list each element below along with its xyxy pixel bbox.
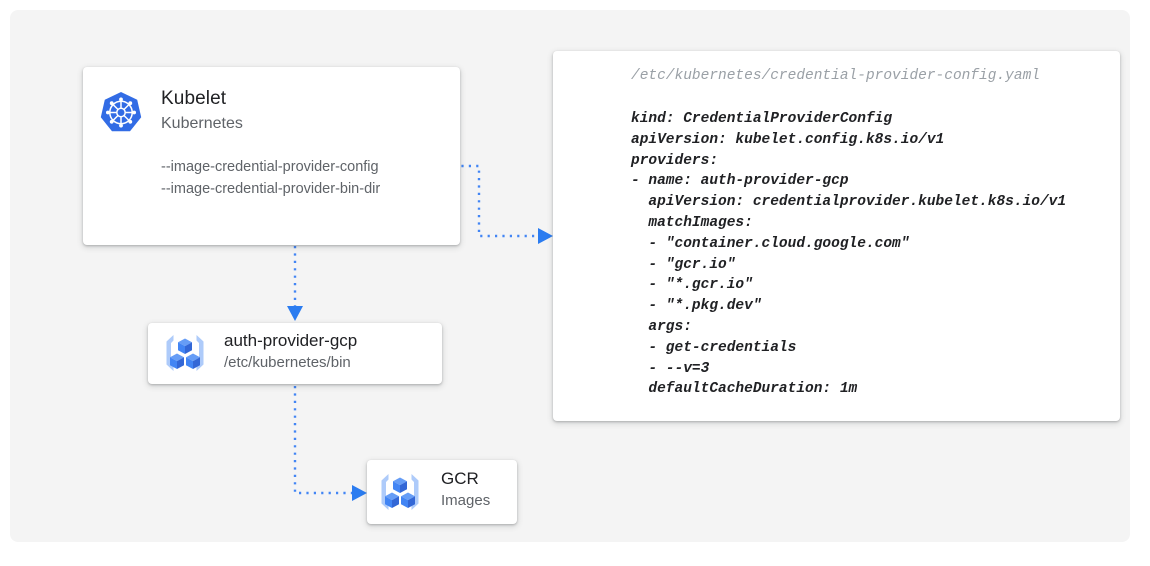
kubernetes-logo-icon xyxy=(97,89,145,137)
config-file-path: /etc/kubernetes/credential-provider-conf… xyxy=(631,68,1040,84)
kubelet-card[interactable]: Kubelet Kubernetes --image-credential-pr… xyxy=(83,67,460,245)
arrowhead-right-icon xyxy=(352,485,367,501)
auth-provider-card-subtitle: /etc/kubernetes/bin xyxy=(224,354,351,371)
container-registry-icon xyxy=(375,468,425,516)
gcr-card[interactable]: GCR Images xyxy=(367,460,517,524)
kubelet-flag-bin-dir: --image-credential-provider-bin-dir xyxy=(161,181,381,197)
kubelet-flag-config: --image-credential-provider-config xyxy=(161,159,379,175)
connector-kubelet-to-auth-provider xyxy=(287,246,303,321)
diagram-canvas: Kubelet Kubernetes --image-credential-pr… xyxy=(10,10,1130,542)
auth-provider-gcp-card[interactable]: auth-provider-gcp /etc/kubernetes/bin xyxy=(148,323,442,384)
kubelet-card-subtitle: Kubernetes xyxy=(161,115,243,132)
connector-auth-provider-to-gcr xyxy=(293,386,367,501)
container-registry-icon xyxy=(160,329,210,377)
arrowhead-down-icon xyxy=(287,306,303,321)
arrowhead-right-icon xyxy=(538,228,553,244)
config-yaml-content: kind: CredentialProviderConfig apiVersio… xyxy=(631,111,1067,398)
gcr-card-subtitle: Images xyxy=(441,492,491,509)
credential-provider-config-card[interactable]: /etc/kubernetes/credential-provider-conf… xyxy=(553,51,1120,421)
gcr-card-title: GCR xyxy=(441,469,479,488)
auth-provider-card-title: auth-provider-gcp xyxy=(224,331,358,350)
kubelet-card-title: Kubelet xyxy=(161,88,227,109)
